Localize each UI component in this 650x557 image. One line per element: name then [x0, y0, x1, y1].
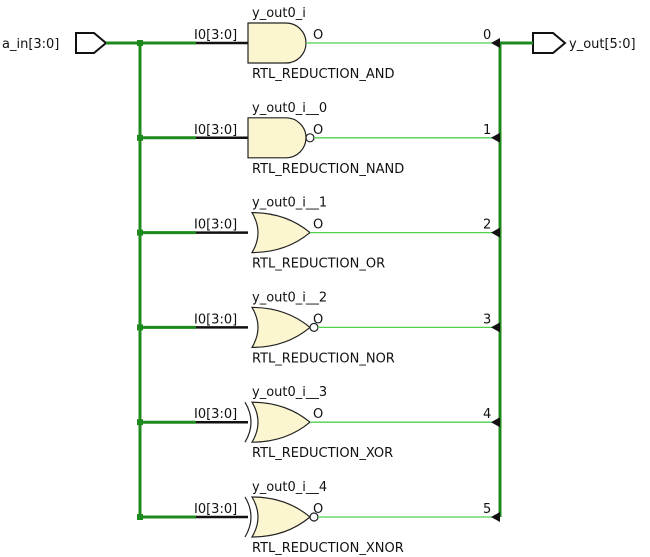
- bit-index-label: 4: [483, 407, 491, 422]
- bus-ripper-arrow: [491, 322, 500, 333]
- instance-name: y_out0_i: [252, 6, 306, 21]
- output-pin-label: O: [313, 407, 323, 422]
- output-pin-label: O: [313, 218, 323, 233]
- gate-body-and[interactable]: [247, 117, 307, 159]
- cell-rtl-reduction-nand[interactable]: y_out0_i__0I0[3:0] O RTL_REDUCTION_NAND 1: [137, 101, 500, 177]
- cell-type-label: RTL_REDUCTION_XNOR: [252, 541, 404, 556]
- instance-name: y_out0_i__3: [252, 385, 327, 400]
- bit-index-label: 5: [483, 502, 491, 517]
- cell-type-label: RTL_REDUCTION_XOR: [252, 446, 393, 461]
- output-port[interactable]: y_out[5:0]: [532, 32, 636, 54]
- instance-name: y_out0_i__1: [252, 196, 327, 211]
- xor-arc: [244, 496, 252, 538]
- input-port[interactable]: a_in[3:0]: [2, 32, 108, 54]
- output-port-label: y_out[5:0]: [569, 37, 636, 52]
- gate-body-or[interactable]: [250, 211, 311, 254]
- bus-ripper-arrow: [491, 417, 500, 428]
- bus-ripper-arrow: [491, 38, 500, 48]
- input-pin-label: I0[3:0]: [194, 123, 237, 138]
- input-pin-label: I0[3:0]: [194, 28, 237, 43]
- bus-ripper-arrow: [491, 227, 500, 238]
- output-pin-label: O: [313, 28, 323, 43]
- gate-body-or[interactable]: [250, 306, 311, 349]
- cell-rtl-reduction-and[interactable]: y_out0_iI0[3:0] O RTL_REDUCTION_AND 0: [137, 6, 500, 82]
- cell-rtl-reduction-or[interactable]: y_out0_i__1I0[3:0] O RTL_REDUCTION_OR 2: [137, 196, 500, 272]
- gate-body-and[interactable]: [247, 22, 307, 64]
- bit-index-label: 0: [483, 28, 491, 43]
- cell-type-label: RTL_REDUCTION_AND: [252, 67, 394, 82]
- gate-body-xor[interactable]: [250, 496, 311, 538]
- input-pin-label: I0[3:0]: [194, 312, 237, 327]
- cell-type-label: RTL_REDUCTION_OR: [252, 257, 385, 272]
- cell-type-label: RTL_REDUCTION_NAND: [252, 162, 404, 177]
- bit-index-label: 3: [483, 312, 491, 327]
- cell-rtl-reduction-xor[interactable]: y_out0_i__3I0[3:0] O RTL_REDUCTION_XOR 4: [137, 385, 500, 461]
- output-pin-label: O: [313, 502, 323, 517]
- bit-index-label: 2: [483, 218, 491, 233]
- cell-rtl-reduction-xnor[interactable]: y_out0_i__4I0[3:0] O RTL_REDUCTION_XNOR 5: [137, 480, 500, 556]
- instance-name: y_out0_i__2: [252, 290, 327, 305]
- output-port-symbol[interactable]: [532, 32, 567, 54]
- output-pin-label: O: [313, 312, 323, 327]
- input-port-label: a_in[3:0]: [2, 37, 59, 52]
- input-port-symbol[interactable]: [75, 32, 108, 54]
- xor-arc: [244, 401, 252, 443]
- input-pin-label: I0[3:0]: [194, 407, 237, 422]
- bus-ripper-arrow: [491, 132, 500, 143]
- cell-type-label: RTL_REDUCTION_NOR: [252, 351, 395, 366]
- cell-rtl-reduction-nor[interactable]: y_out0_i__2I0[3:0] O RTL_REDUCTION_NOR 3: [137, 290, 500, 366]
- bus-ripper-arrow: [491, 512, 500, 522]
- output-pin-label: O: [313, 123, 323, 138]
- bit-index-label: 1: [483, 123, 491, 138]
- input-pin-label: I0[3:0]: [194, 502, 237, 517]
- instance-name: y_out0_i__0: [252, 101, 327, 116]
- instance-name: y_out0_i__4: [252, 480, 327, 495]
- gate-body-xor[interactable]: [250, 401, 311, 443]
- input-pin-label: I0[3:0]: [194, 218, 237, 233]
